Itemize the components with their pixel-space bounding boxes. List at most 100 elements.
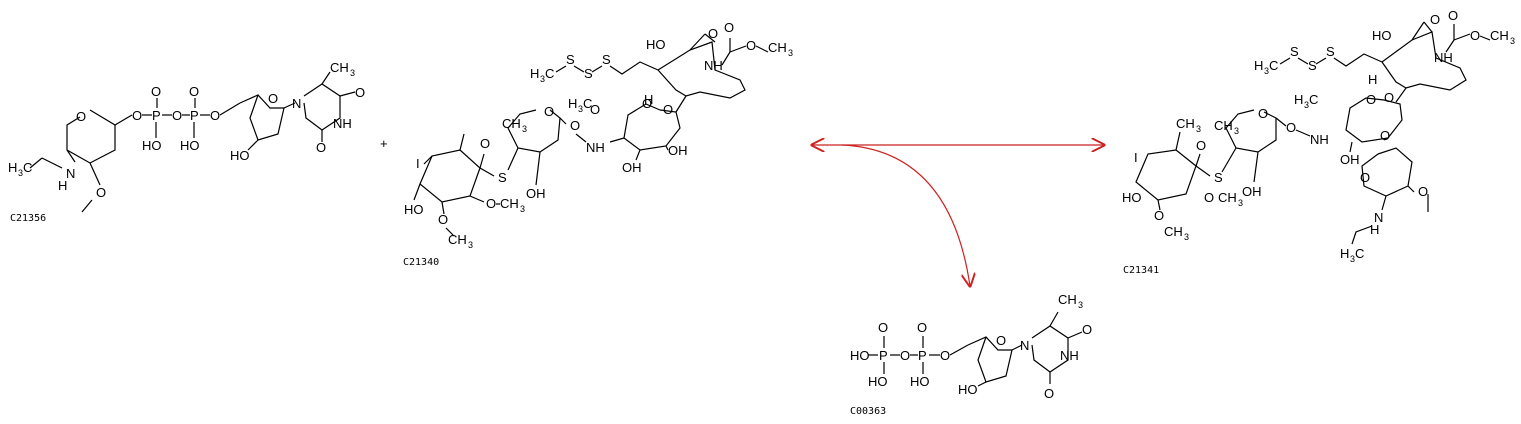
svg-text:O: O — [132, 108, 142, 123]
svg-text:H: H — [1254, 58, 1263, 73]
svg-text:N: N — [1020, 338, 1029, 353]
svg-text:CH: CH — [502, 116, 521, 131]
compound-label-c21340[interactable]: C21340 — [403, 257, 439, 268]
svg-text:O: O — [724, 20, 734, 35]
svg-text:3: 3 — [1234, 126, 1239, 136]
svg-text:3: 3 — [1510, 36, 1515, 46]
svg-text:S: S — [602, 52, 611, 67]
svg-text:H: H — [1340, 246, 1349, 261]
svg-text:N: N — [66, 166, 75, 181]
svg-text:HO: HO — [1122, 190, 1142, 205]
svg-text:3: 3 — [1238, 198, 1243, 208]
svg-text:P: P — [918, 348, 927, 363]
svg-text:O: O — [590, 102, 600, 117]
svg-text:O: O — [1044, 386, 1054, 401]
svg-text:3: 3 — [540, 74, 545, 84]
svg-text:CH: CH — [330, 60, 349, 75]
svg-text:HO: HO — [958, 382, 978, 397]
svg-text:H: H — [1370, 222, 1379, 237]
svg-text:O: O — [1286, 120, 1296, 135]
svg-text:O: O — [438, 212, 448, 227]
svg-text:O: O — [940, 348, 950, 363]
compound-label-c21356[interactable]: C21356 — [10, 213, 46, 224]
svg-text:H: H — [644, 92, 653, 107]
svg-text:O: O — [900, 348, 910, 363]
svg-text:HO: HO — [868, 374, 888, 389]
svg-text:CH: CH — [500, 196, 519, 211]
svg-text:O: O — [708, 26, 718, 41]
svg-text:NH: NH — [1310, 132, 1329, 147]
svg-text:C: C — [1269, 58, 1278, 73]
svg-text:OH: OH — [1340, 152, 1360, 167]
svg-text:HO: HO — [646, 37, 666, 52]
svg-text:3: 3 — [1184, 232, 1189, 242]
svg-text:3: 3 — [578, 104, 583, 114]
svg-text:CH: CH — [1214, 118, 1233, 133]
svg-text:N: N — [292, 96, 301, 111]
svg-text:O: O — [76, 109, 86, 124]
svg-text:HO: HO — [850, 348, 870, 363]
svg-text:CH: CH — [1218, 190, 1237, 205]
svg-text:OH: OH — [668, 143, 688, 158]
svg-text:3: 3 — [788, 48, 793, 58]
svg-text:HO: HO — [1372, 28, 1392, 43]
svg-text:OH: OH — [526, 186, 546, 201]
svg-text:N: N — [1374, 210, 1383, 225]
svg-text:O: O — [1258, 106, 1268, 121]
svg-text:C: C — [1309, 92, 1318, 107]
svg-text:O: O — [172, 108, 182, 123]
svg-text:S: S — [584, 66, 593, 81]
svg-text:3: 3 — [1304, 100, 1309, 110]
svg-text:3: 3 — [522, 124, 527, 134]
svg-text:O: O — [570, 118, 580, 133]
svg-text:O: O — [486, 196, 496, 211]
svg-text:CH: CH — [1176, 116, 1195, 131]
svg-text:P: P — [152, 108, 161, 123]
svg-text:I: I — [416, 156, 420, 171]
svg-text:3: 3 — [350, 68, 355, 78]
svg-text:NH: NH — [333, 116, 352, 131]
compound-label-c21341[interactable]: C21341 — [1123, 265, 1159, 276]
svg-text:O: O — [1380, 128, 1390, 143]
svg-text:O: O — [151, 84, 161, 99]
svg-text:H: H — [8, 160, 17, 175]
svg-text:HO: HO — [180, 138, 200, 153]
svg-text:NH: NH — [1434, 50, 1453, 65]
svg-text:S: S — [498, 170, 507, 185]
svg-text:O: O — [96, 185, 106, 200]
svg-text:O: O — [1384, 90, 1394, 105]
svg-text:O: O — [1448, 8, 1458, 23]
plus-operator: + — [380, 136, 388, 151]
svg-text:3: 3 — [468, 240, 473, 250]
svg-text:O: O — [316, 140, 326, 155]
svg-text:O: O — [1082, 322, 1092, 337]
svg-text:P: P — [879, 348, 888, 363]
svg-text:NH: NH — [1060, 348, 1079, 363]
svg-text:OH: OH — [622, 160, 642, 175]
svg-text:O: O — [642, 96, 652, 111]
svg-text:O: O — [189, 84, 199, 99]
svg-text:O: O — [917, 320, 927, 335]
svg-text:H: H — [1368, 72, 1377, 87]
svg-text:3: 3 — [1196, 124, 1201, 134]
svg-text:S: S — [1326, 44, 1335, 59]
svg-text:S: S — [1308, 58, 1317, 73]
svg-text:O: O — [1360, 170, 1370, 185]
svg-text:H: H — [568, 96, 577, 111]
svg-text:3: 3 — [1350, 254, 1355, 264]
compound-label-c00363[interactable]: C00363 — [850, 406, 886, 417]
svg-text:O: O — [355, 85, 365, 100]
svg-text:3: 3 — [1264, 66, 1269, 76]
svg-text:S: S — [566, 52, 575, 67]
svg-text:O: O — [544, 104, 554, 119]
svg-text:C: C — [1355, 246, 1364, 261]
svg-text:3: 3 — [520, 204, 525, 214]
svg-text:HO: HO — [910, 374, 930, 389]
svg-text:O: O — [210, 108, 220, 123]
svg-text:O: O — [878, 320, 888, 335]
